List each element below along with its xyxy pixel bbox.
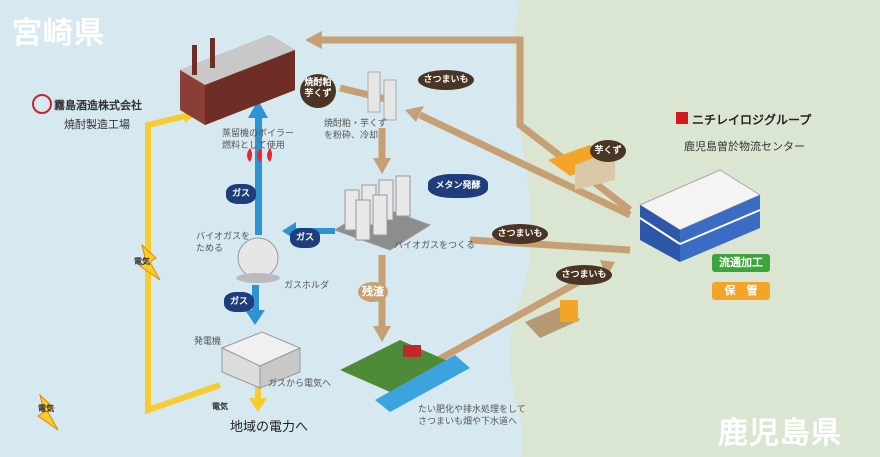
label-local-power: 地域の電力へ (230, 420, 309, 435)
badge-storage: 保 管 (712, 282, 770, 300)
electricity-label-left: 電気 (134, 257, 150, 266)
bubble-shochu-lees-line2: 芋くず (304, 89, 332, 99)
electricity-label-bottom: 電気 (212, 402, 228, 411)
flame-icons (247, 148, 272, 162)
label-fertilizer: たい肥化や排水処理をして さつまいも畑や下水道へ (418, 404, 526, 428)
bubble-residue: 残渣 (358, 282, 388, 302)
bubble-sweet-potato-middle: さつまいも (492, 224, 548, 244)
grinder-tanks (367, 71, 397, 121)
label-grinding: 焼酎粕・芋くず を粉砕、冷却 (324, 118, 387, 142)
label-fertilizer-line1: たい肥化や排水処理をして (418, 405, 526, 415)
bubble-shochu-lees: 焼酎粕 芋くず (300, 74, 336, 108)
label-boiler: 蒸留機のボイラー 燃料として使用 (222, 128, 294, 152)
flow-lees (339, 84, 391, 104)
plant-name: 焼酎製造工場 (64, 118, 130, 131)
flow-to-grinder (418, 111, 632, 219)
label-store-biogas-line1: バイオガスを (196, 232, 251, 242)
logistics-building (638, 169, 762, 262)
flow-potato-return (469, 236, 631, 254)
distillery-factory (180, 35, 295, 125)
flow-arrowheads (305, 31, 615, 342)
company-name: 霧島酒造株式会社 (54, 99, 142, 112)
bubble-methane: メタン発酵 (428, 174, 488, 198)
badge-processing: 流通加工 (712, 254, 770, 272)
bubble-imo-kuzu: 芋くず (590, 140, 626, 162)
miyazaki-label: 宮崎県 (12, 16, 105, 51)
bubble-gas-lower: ガス (224, 292, 254, 312)
logistics-center-name: 鹿児島曽於物流センター (684, 140, 805, 153)
nichirei-logo-icon (676, 112, 688, 124)
label-generator: 発電機 (194, 337, 222, 347)
label-fertilizer-line2: さつまいも畑や下水道へ (418, 417, 518, 427)
gas-holder (236, 237, 280, 283)
label-gas-to-power: ガスから電気へ (268, 379, 332, 389)
label-boiler-line1: 蒸留機のボイラー (222, 129, 295, 139)
label-grinding-line1: 焼酎粕・芋くず (324, 119, 388, 129)
flow-to-kagoshima (418, 266, 602, 374)
bubble-gas-right: ガス (290, 228, 320, 248)
label-grinding-line2: を粉砕、冷却 (324, 131, 379, 141)
generator-units (220, 331, 302, 389)
bubble-sweet-potato-top: さつまいも (418, 70, 474, 90)
kirishima-logo-icon (32, 94, 52, 114)
label-store-biogas-line2: ためる (196, 244, 224, 254)
bubble-shochu-lees-line1: 焼酎粕 (304, 78, 332, 88)
label-gas-holder: ガスホルダ (284, 281, 330, 291)
label-boiler-line2: 燃料として使用 (222, 141, 285, 151)
methane-tanks (333, 175, 432, 251)
electricity-label-icon: 電気 (38, 404, 54, 413)
label-store-biogas: バイオガスを ためる (196, 231, 250, 255)
logistics-logo-text: ニチレイロジグループ (692, 113, 812, 127)
bubble-gas-upper: ガス (226, 184, 256, 204)
sweet-potato-field (340, 340, 470, 412)
bubble-sweet-potato-lower: さつまいも (556, 265, 612, 285)
lightning-icons (37, 243, 161, 431)
truck-bottom (525, 300, 580, 338)
kagoshima-label: 鹿児島県 (718, 416, 842, 451)
label-make-biogas: バイオガスをつくる (394, 241, 475, 251)
